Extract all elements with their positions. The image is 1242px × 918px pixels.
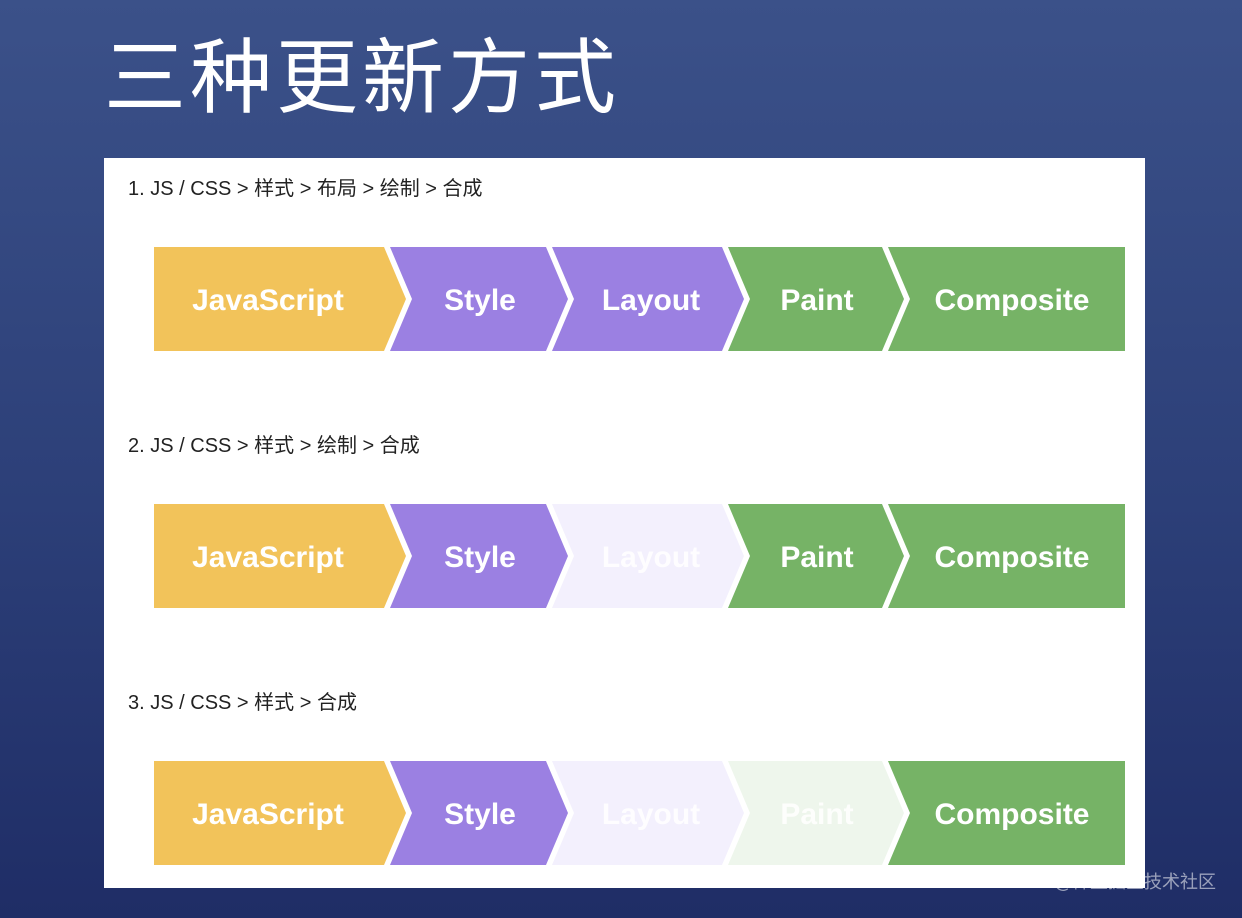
caption-2: 2. JS / CSS > 样式 > 绘制 > 合成 [128, 435, 420, 457]
caption-3: 3. JS / CSS > 样式 > 合成 [128, 692, 357, 714]
pipeline-1: JavaScript Style Layout Paint Composite [104, 247, 1145, 355]
step-style-label: Style [444, 541, 516, 574]
step-style-chevron [390, 247, 568, 351]
step-layout-label: Layout [602, 541, 700, 574]
step-javascript-chevron [154, 504, 406, 608]
step-composite-chevron [888, 247, 1125, 351]
step-composite-label: Composite [934, 284, 1089, 317]
step-javascript-chevron [154, 761, 406, 865]
step-javascript-label: JavaScript [192, 541, 344, 574]
diagram-panel: 1. JS / CSS > 样式 > 布局 > 绘制 > 合成 JavaScri… [104, 158, 1145, 888]
pipeline-2: JavaScript Style Layout Paint Composite [104, 504, 1145, 612]
step-paint-chevron [728, 247, 904, 351]
step-javascript-chevron [154, 247, 406, 351]
pipeline-svg: JavaScript Style Layout Paint Composite [154, 761, 1125, 865]
step-paint-label: Paint [780, 541, 853, 574]
step-layout-label: Layout [602, 798, 700, 831]
step-style-label: Style [444, 798, 516, 831]
step-layout-chevron [552, 504, 744, 608]
step-paint-label: Paint [780, 798, 853, 831]
step-composite-chevron [888, 761, 1125, 865]
step-paint-chevron [728, 504, 904, 608]
step-composite-label: Composite [934, 798, 1089, 831]
step-layout-chevron [552, 247, 744, 351]
step-paint-label: Paint [780, 284, 853, 317]
step-layout-chevron [552, 761, 744, 865]
step-style-chevron [390, 504, 568, 608]
step-layout-label: Layout [602, 284, 700, 317]
step-paint-chevron [728, 761, 904, 865]
watermark: @稀土掘金技术社区 [1054, 872, 1216, 893]
caption-1: 1. JS / CSS > 样式 > 布局 > 绘制 > 合成 [128, 178, 483, 200]
step-composite-chevron [888, 504, 1125, 608]
step-javascript-label: JavaScript [192, 284, 344, 317]
step-javascript-label: JavaScript [192, 798, 344, 831]
pipeline-3: JavaScript Style Layout Paint Composite [104, 761, 1145, 869]
step-style-chevron [390, 761, 568, 865]
pipeline-svg: JavaScript Style Layout Paint Composite [154, 504, 1125, 608]
step-style-label: Style [444, 284, 516, 317]
pipeline-svg: JavaScript Style Layout Paint Composite [154, 247, 1125, 351]
slide-title: 三种更新方式 [104, 31, 621, 126]
step-composite-label: Composite [934, 541, 1089, 574]
